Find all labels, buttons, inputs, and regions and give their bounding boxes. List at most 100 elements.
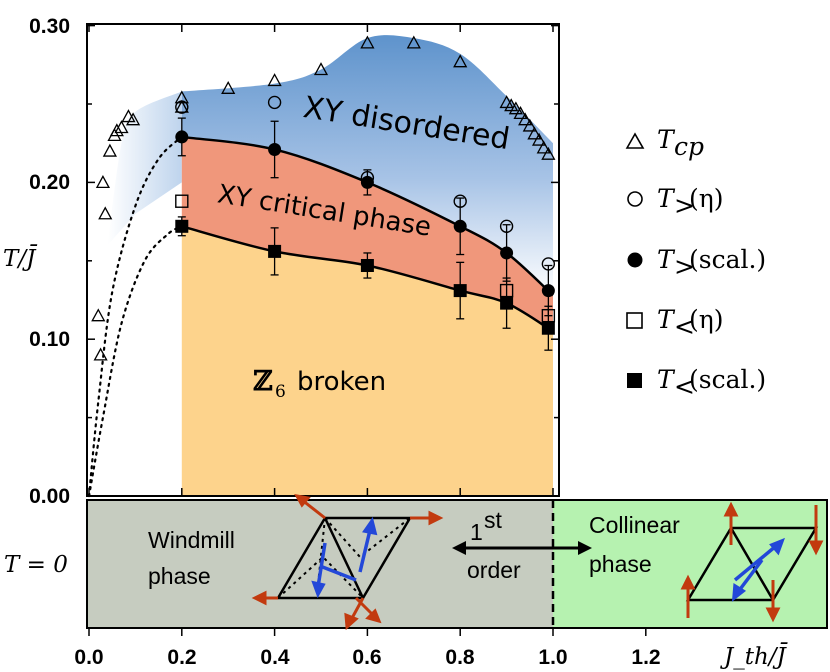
marker-filled-circle [453, 219, 467, 233]
y-tick-label: 0.00 [29, 485, 70, 508]
marker-open-triangle [114, 120, 129, 134]
x-tick-label: 0.4 [260, 646, 290, 669]
dotted-curves [87, 135, 183, 498]
first-order-word: order [467, 557, 521, 583]
marker-open-triangle [518, 112, 533, 126]
marker-filled-circle [175, 130, 189, 144]
marker-open-square [175, 194, 189, 208]
first-order-superscript: st [484, 507, 503, 533]
legend-arg: (η) [689, 184, 724, 213]
x-tick-label: 1.0 [538, 646, 567, 669]
label-z6-symbol: ℤ [253, 366, 273, 397]
x-tick-labels: 0.0 0.2 0.4 0.6 0.8 1.0 1.2 [74, 646, 660, 669]
collinear-label-line2: phase [589, 551, 652, 577]
marker-open-triangle [313, 62, 329, 76]
panel-frame [86, 499, 828, 629]
legend-arg: (scal.) [689, 365, 766, 394]
marker-filled-square [175, 219, 189, 233]
marker-open-triangle [531, 132, 547, 146]
marker-open-triangle [221, 80, 236, 94]
windmill-label-line2: phase [148, 563, 211, 589]
marker-open-triangle [91, 308, 106, 322]
marker-open-triangle [174, 99, 189, 113]
marker-open-triangle [522, 118, 537, 132]
legend-sub: > [674, 191, 695, 220]
marker-open-triangle [93, 347, 108, 361]
legend-main: T [657, 184, 676, 213]
legend-main: T [657, 125, 676, 154]
windmill-label-line1: Windmill [148, 527, 235, 553]
legend-arg: (scal.) [689, 245, 766, 274]
x-tick-label: 0.2 [167, 646, 196, 669]
x-tick-label: 0.8 [445, 646, 475, 669]
marker-open-triangle [107, 128, 122, 142]
marker-filled-square [453, 284, 467, 298]
marker-open-triangle [508, 101, 523, 115]
legend-sub: cp [674, 132, 704, 161]
marker-open-circle [267, 95, 282, 110]
marker-open-triangle [453, 54, 468, 68]
panel-t-zero-label: T = 0 [4, 552, 68, 578]
y-tick-labels: 0.00 0.10 0.20 0.30 [29, 15, 70, 508]
first-order-number: 1 [470, 519, 483, 545]
marker-filled-circle [541, 284, 555, 298]
marker-open-circle [175, 100, 189, 114]
legend-marker-open-square [626, 312, 643, 329]
region-left-fade [107, 91, 182, 246]
marker-filled-circle [500, 246, 514, 260]
marker-filled-square [360, 259, 374, 273]
legend-main: T [657, 245, 676, 274]
marker-open-triangle [513, 106, 528, 120]
x-tick-label: 0.6 [352, 646, 381, 669]
data-markers [91, 35, 556, 361]
marker-open-triangle [360, 35, 375, 49]
y-tick-label: 0.30 [29, 15, 70, 38]
legend-entry-tgt-scal: T > (scal.) [627, 245, 766, 281]
marker-open-triangle [267, 73, 282, 87]
marker-filled-circle [360, 175, 374, 189]
marker-open-triangle [174, 90, 189, 104]
marker-filled-square [268, 244, 282, 258]
legend-entry-tcp: T cp [625, 125, 704, 161]
y-axis-label: T/J̄ [3, 245, 38, 272]
x-axis-label: J_th/J̄ [720, 643, 788, 670]
label-z6-sub: 6 [275, 382, 286, 402]
legend-marker-filled-circle [627, 252, 643, 268]
region-xy-disordered [181, 35, 554, 296]
marker-open-triangle [527, 126, 542, 140]
marker-filled-circle [268, 142, 282, 156]
x-tick-label: 0.0 [74, 646, 103, 669]
legend-marker-open-circle [627, 191, 643, 207]
marker-open-triangle [536, 140, 551, 154]
y-tick-label: 0.20 [29, 171, 70, 194]
legend-entry-tlt-scal: T < (scal.) [627, 365, 766, 401]
marker-open-triangle [109, 123, 124, 137]
marker-open-triangle [406, 35, 421, 49]
marker-open-triangle [541, 146, 556, 160]
marker-filled-square [541, 321, 555, 335]
legend-sub: > [674, 252, 695, 281]
legend-marker-filled-square [627, 373, 642, 388]
legend-entry-tlt-eta: T < (η) [626, 305, 724, 341]
plot-frame [86, 23, 560, 497]
zero-temperature-panel: T = 0 Windmill phase 1 st order Collinea… [4, 493, 828, 631]
marker-filled-square [500, 296, 514, 310]
legend-marker-open-triangle [625, 132, 645, 149]
windmill-spin-diagram [251, 493, 444, 631]
label-z6-word: broken [297, 367, 386, 397]
dotted-curve [87, 135, 183, 498]
legend-arg: (η) [689, 305, 724, 334]
panel-collinear-bg [553, 500, 827, 628]
legend-sub: < [674, 372, 695, 401]
marker-open-triangle [98, 206, 113, 220]
collinear-label-line1: Collinear [589, 512, 680, 538]
x-tick-label: 1.2 [631, 646, 660, 669]
legend: T cp T > (η) T > (scal.) T < (η) T < (sc… [625, 125, 766, 401]
collinear-spin-diagram [680, 501, 824, 623]
legend-main: T [657, 305, 676, 334]
marker-open-triangle [95, 175, 111, 189]
bottom-axis-ticks [88, 628, 647, 636]
marker-open-triangle [125, 112, 141, 126]
dotted-curve [87, 225, 183, 498]
